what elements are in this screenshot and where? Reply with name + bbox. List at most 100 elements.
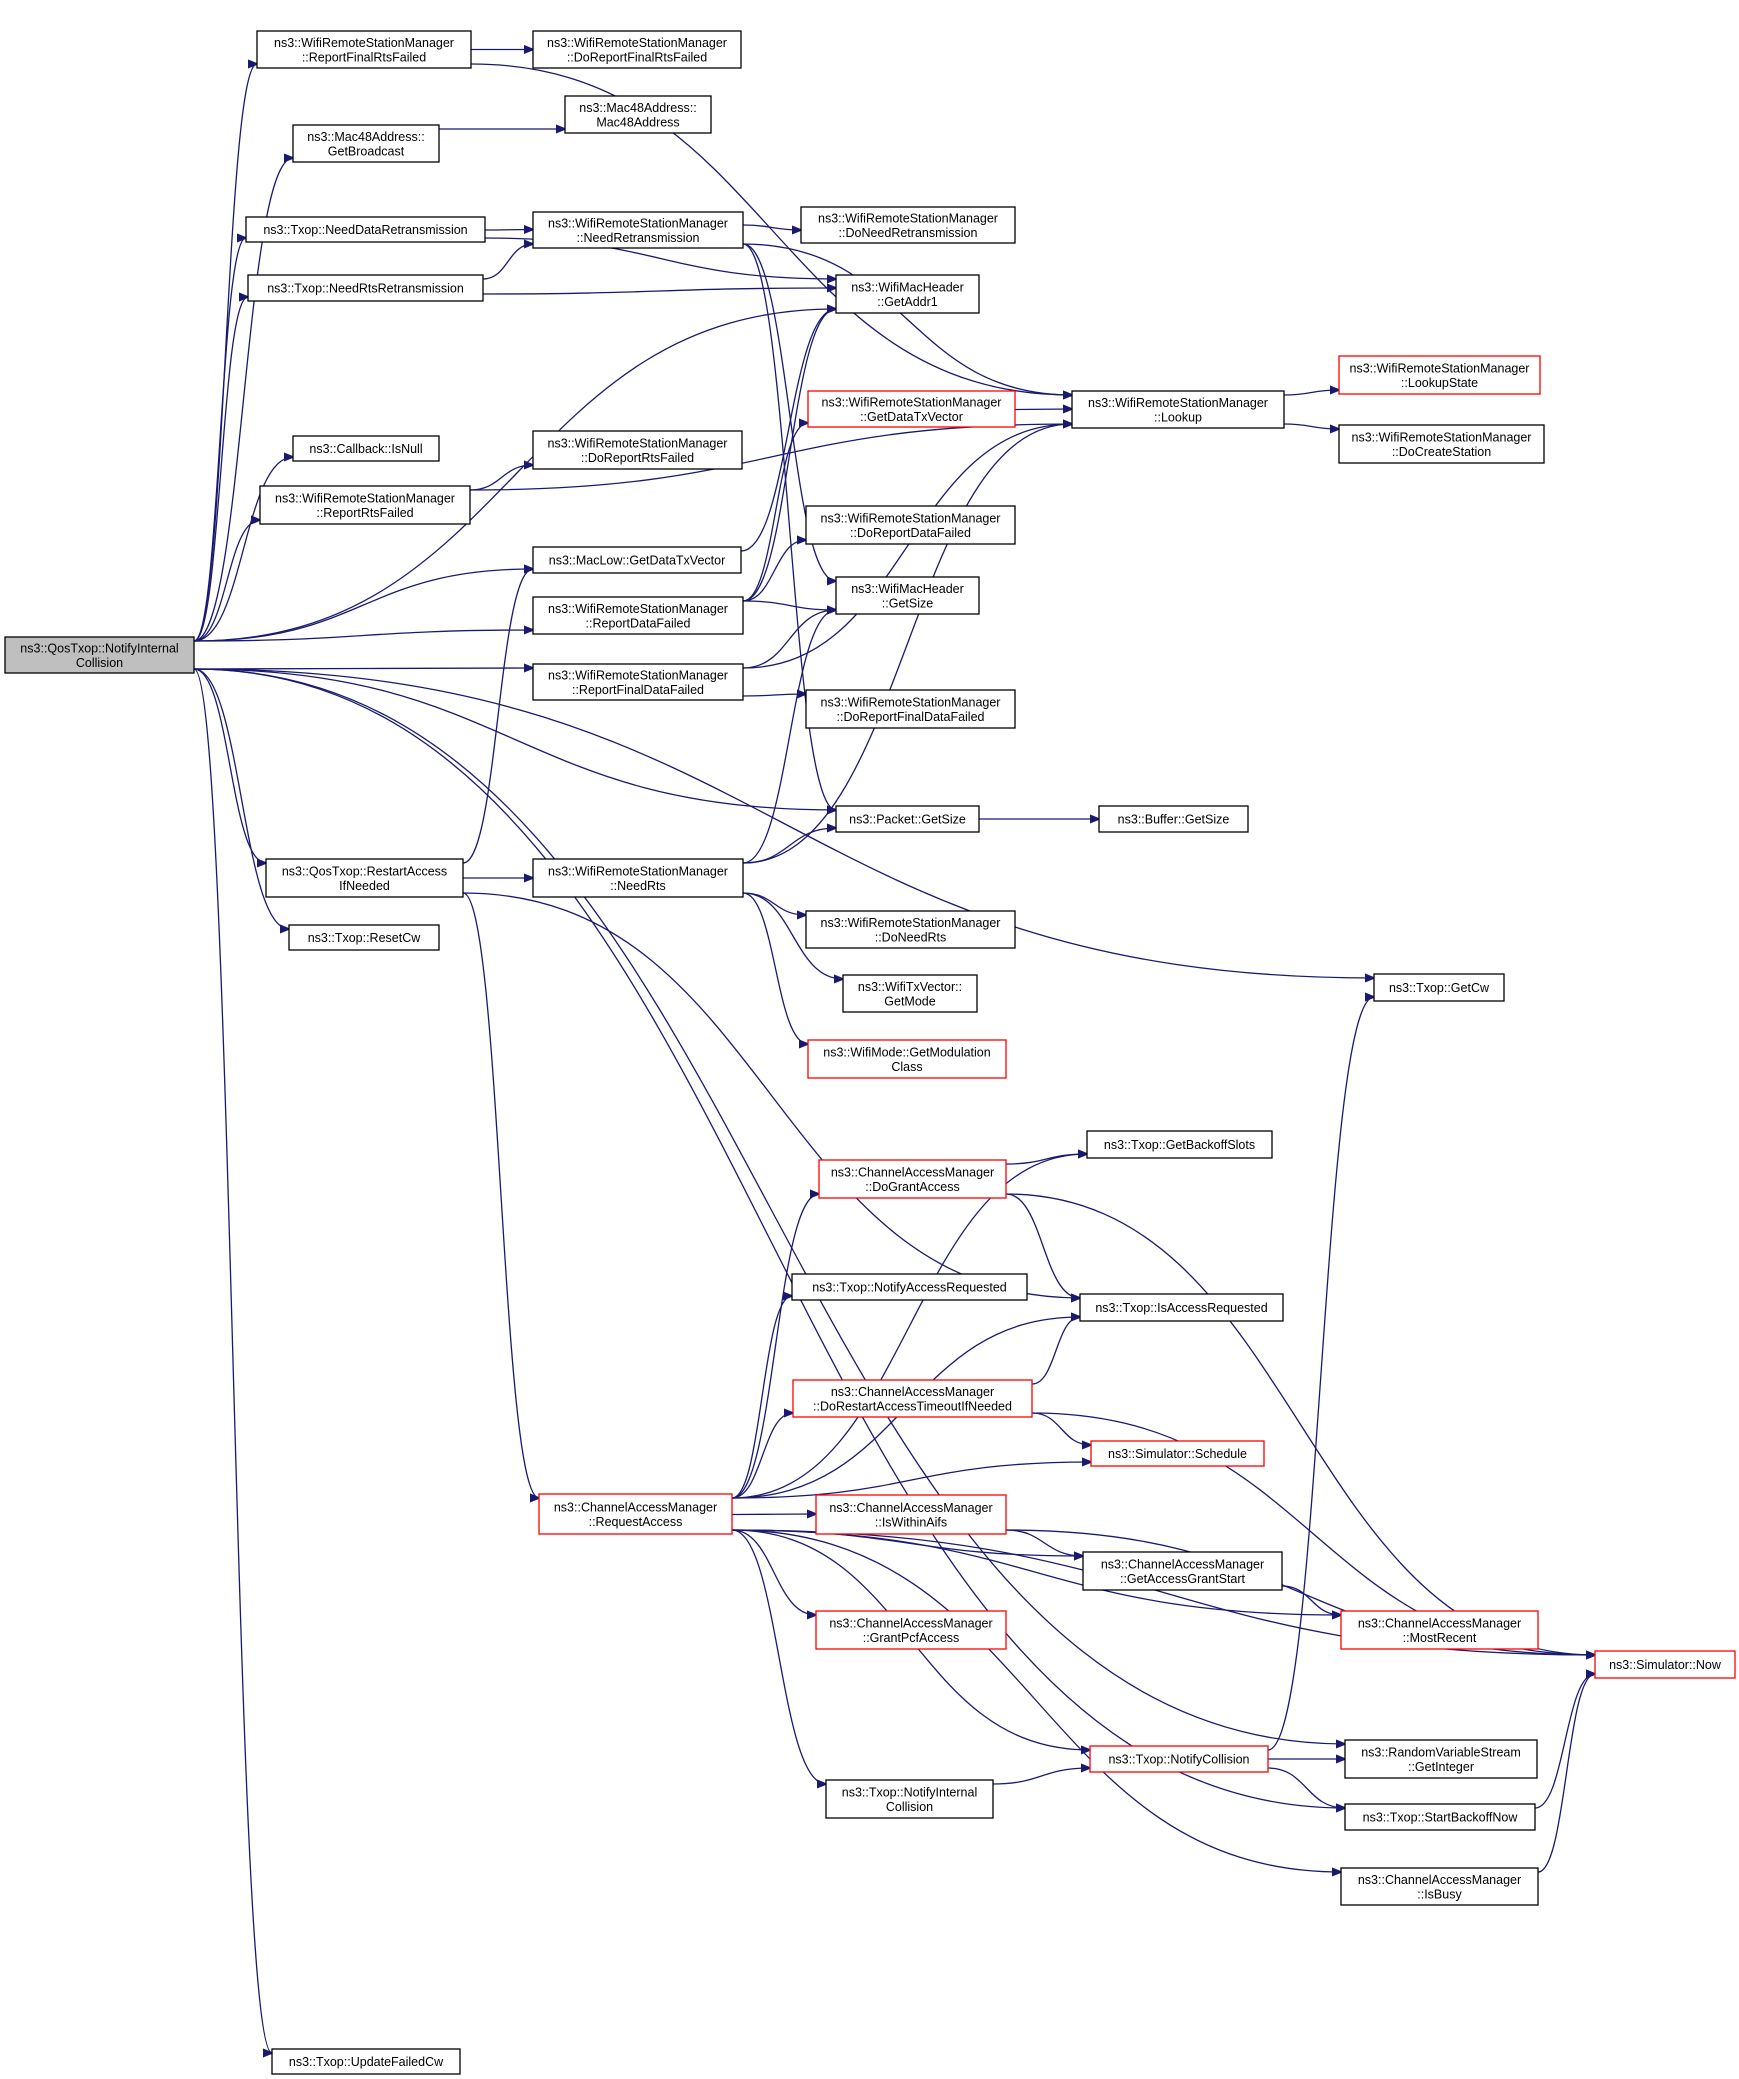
node-ufcw[interactable]: ns3::Txop::UpdateFailedCw [271, 2048, 461, 2075]
edge-nc-to-sbn [1267, 1767, 1345, 1808]
node-box [792, 1379, 1033, 1418]
node-whgs[interactable]: ns3::WifiMacHeader::GetSize [835, 576, 980, 615]
node-gmode[interactable]: ns3::WifiTxVector::GetMode [842, 974, 978, 1013]
node-dorfrf[interactable]: ns3::WifiRemoteStationManager::DoReportF… [532, 30, 742, 69]
edge-lookup-to-lstate [1283, 390, 1339, 396]
node-drrf[interactable]: ns3::WifiRemoteStationManager::DoReportR… [532, 430, 743, 470]
edge-nrr-to-ga1 [482, 288, 836, 295]
edge-drat-to-iar [1031, 1317, 1080, 1385]
node-mac48[interactable]: ns3::Mac48Address::Mac48Address [564, 95, 712, 134]
node-box [1344, 1803, 1536, 1831]
edge-nrt-to-lookup [742, 243, 1072, 395]
node-label: ns3::Simulator::Now [1609, 1658, 1722, 1672]
edge-line [742, 610, 836, 864]
node-now[interactable]: ns3::Simulator::Now [1594, 1650, 1736, 1679]
node-ra[interactable]: ns3::ChannelAccessManager::RequestAccess [538, 1493, 733, 1535]
node-label: GetMode [884, 994, 935, 1008]
node-sched[interactable]: ns3::Simulator::Schedule [1090, 1440, 1265, 1467]
node-label: ns3::Simulator::Schedule [1108, 1447, 1247, 1461]
node-drdf[interactable]: ns3::WifiRemoteStationManager::DoReportD… [805, 505, 1016, 545]
node-mlgdtv[interactable]: ns3::MacLow::GetDataTxVector [532, 546, 742, 574]
node-nrr[interactable]: ns3::Txop::NeedRtsRetransmission [247, 274, 484, 302]
edge-raif-to-iar [462, 892, 1080, 1298]
node-label: ::NeedRetransmission [577, 231, 700, 245]
node-mr[interactable]: ns3::ChannelAccessManager::MostRecent [1340, 1610, 1539, 1650]
edge-line [193, 668, 1345, 1808]
node-label: ns3::Txop::GetCw [1389, 981, 1490, 995]
node-bgs[interactable]: ns3::Buffer::GetSize [1098, 805, 1249, 833]
node-lstate[interactable]: ns3::WifiRemoteStationManager::LookupSta… [1338, 355, 1541, 395]
edge-line [193, 668, 1374, 978]
edge-nrts-to-dnrts [742, 892, 806, 915]
node-label: ns3::Txop::NeedRtsRetransmission [267, 282, 464, 296]
node-ndr[interactable]: ns3::Txop::NeedDataRetransmission [245, 216, 486, 243]
node-rfdf[interactable]: ns3::WifiRemoteStationManager::ReportFin… [532, 663, 744, 701]
node-label: ::GetDataTxVector [860, 410, 963, 424]
node-sbn[interactable]: ns3::Txop::StartBackoffNow [1344, 1803, 1536, 1831]
edge-line [731, 1514, 816, 1515]
node-gbs[interactable]: ns3::Txop::GetBackoffSlots [1086, 1130, 1273, 1159]
node-gcw[interactable]: ns3::Txop::GetCw [1373, 973, 1505, 1002]
node-gags[interactable]: ns3::ChannelAccessManager::GetAccessGran… [1082, 1551, 1283, 1591]
node-ibusy[interactable]: ns3::ChannelAccessManager::IsBusy [1340, 1867, 1539, 1906]
node-nc[interactable]: ns3::Txop::NotifyCollision [1089, 1745, 1269, 1773]
node-lookup[interactable]: ns3::WifiRemoteStationManager::Lookup [1071, 390, 1285, 429]
node-rrf[interactable]: ns3::WifiRemoteStationManager::ReportRts… [259, 485, 471, 525]
node-label: ns3::RandomVariableStream [1361, 1745, 1521, 1759]
edge-root-to-mlgdtv [193, 569, 533, 642]
edge-nrt-to-whgs [742, 243, 836, 581]
node-iar[interactable]: ns3::Txop::IsAccessRequested [1079, 1293, 1284, 1322]
edge-nrts-to-whgs [742, 610, 836, 864]
node-drat[interactable]: ns3::ChannelAccessManager::DoRestartAcce… [792, 1379, 1033, 1418]
node-gdtv[interactable]: ns3::WifiRemoteStationManager::GetDataTx… [807, 390, 1016, 428]
node-label: ::DoNeedRts [875, 930, 947, 944]
node-rdf[interactable]: ns3::WifiRemoteStationManager::ReportDat… [532, 596, 744, 635]
edge-line [1031, 1412, 1091, 1445]
node-box [256, 30, 472, 69]
edge-line [742, 694, 806, 696]
edge-line [193, 457, 293, 642]
edge-root-to-raif [193, 668, 266, 863]
node-label: ::ReportFinalRtsFailed [302, 50, 426, 64]
edge-line [1031, 1317, 1080, 1385]
node-label: ns3::WifiRemoteStationManager [548, 602, 728, 616]
edge-line [484, 230, 533, 231]
edge-line [731, 1154, 1087, 1499]
node-pgs[interactable]: ns3::Packet::GetSize [835, 805, 980, 833]
edge-ra-to-dga [731, 1194, 819, 1499]
node-label: ns3::WifiMacHeader [851, 582, 964, 596]
node-box [1340, 1610, 1539, 1650]
node-drfdf[interactable]: ns3::WifiRemoteStationManager::DoReportF… [805, 689, 1016, 729]
edge-line [193, 158, 293, 642]
node-nar[interactable]: ns3::Txop::NotifyAccessRequested [791, 1273, 1028, 1301]
node-label: ns3::WifiRemoteStationManager [1350, 361, 1530, 375]
node-rvs[interactable]: ns3::RandomVariableStream::GetInteger [1344, 1739, 1538, 1779]
node-box [1340, 1867, 1539, 1906]
node-box [265, 858, 464, 898]
node-dnrt[interactable]: ns3::WifiRemoteStationManager::DoNeedRet… [800, 206, 1016, 244]
edge-line [742, 243, 1072, 395]
node-cbn[interactable]: ns3::Callback::IsNull [292, 435, 440, 462]
node-nrts[interactable]: ns3::WifiRemoteStationManager::NeedRts [532, 858, 744, 898]
node-rfrf[interactable]: ns3::WifiRemoteStationManager::ReportFin… [256, 30, 472, 69]
node-iwa[interactable]: ns3::ChannelAccessManager::IsWithinAifs [815, 1494, 1007, 1535]
node-gpa[interactable]: ns3::ChannelAccessManager::GrantPcfAcces… [815, 1610, 1007, 1650]
edge-root-to-nrr [193, 297, 248, 642]
node-dcs[interactable]: ns3::WifiRemoteStationManager::DoCreateS… [1338, 424, 1545, 464]
edge-line [1014, 409, 1072, 410]
edge-nrts-to-gmode [742, 892, 843, 979]
node-label: ::DoReportFinalDataFailed [837, 710, 985, 724]
edge-ra-to-gpa [731, 1529, 816, 1615]
node-dnrts[interactable]: ns3::WifiRemoteStationManager::DoNeedRts [805, 910, 1016, 949]
node-ga1[interactable]: ns3::WifiMacHeader::GetAddr1 [835, 274, 980, 314]
node-mgb[interactable]: ns3::Mac48Address::GetBroadcast [292, 124, 440, 163]
node-rcw[interactable]: ns3::Txop::ResetCw [288, 924, 440, 951]
node-nrt[interactable]: ns3::WifiRemoteStationManager::NeedRetra… [532, 211, 744, 249]
node-label: ns3::Buffer::GetSize [1118, 813, 1230, 827]
node-box [1098, 805, 1249, 833]
node-dga[interactable]: ns3::ChannelAccessManager::DoGrantAccess [818, 1159, 1007, 1199]
